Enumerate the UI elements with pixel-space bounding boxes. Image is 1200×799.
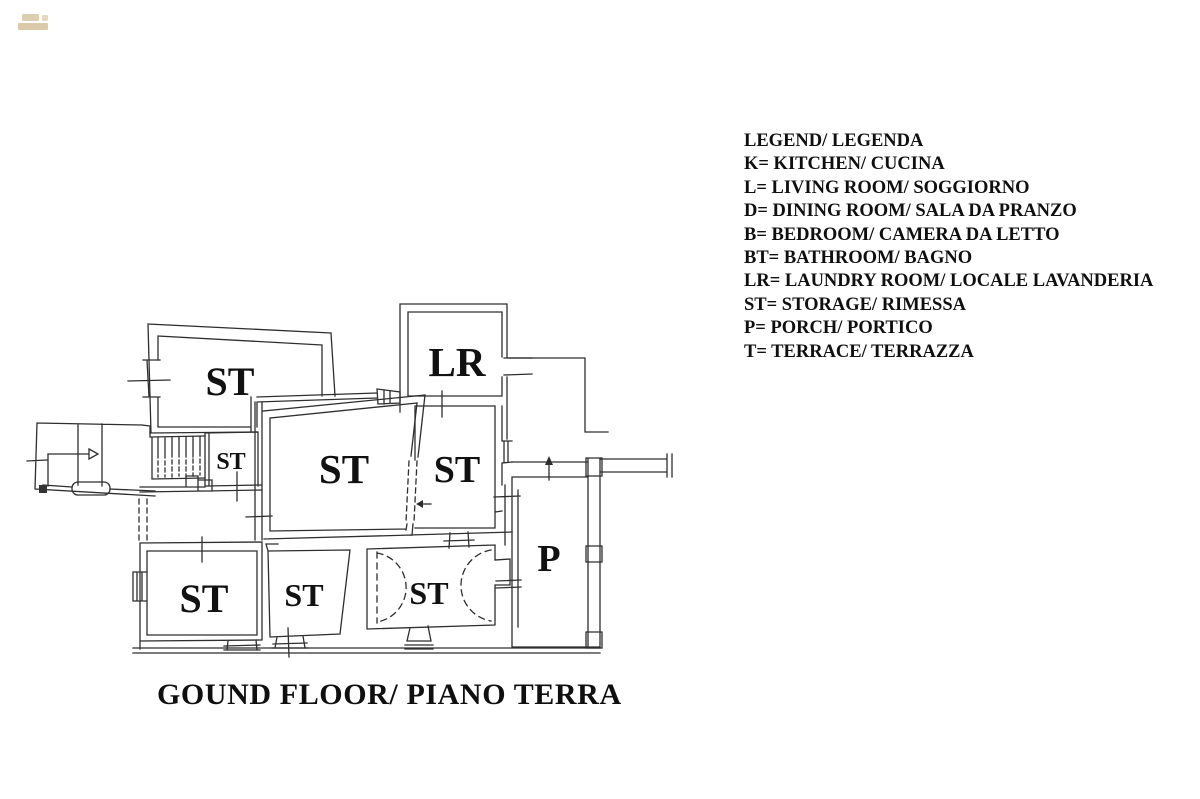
room-label-st-mid-right: ST <box>434 449 480 491</box>
entry-arrow <box>47 453 90 487</box>
boundary-wall-right <box>599 453 673 478</box>
legend-item-terrace: T= TERRACE/ TERRAZZA <box>744 341 974 362</box>
wall-st-lower-right <box>366 544 511 650</box>
stairs-outline <box>150 435 206 480</box>
legend-item-bedroom: B= BEDROOM/ CAMERA DA LETTO <box>744 224 1060 245</box>
porch-arrow-head <box>545 456 553 465</box>
room-labels: ST LR ST ST ST ST ST ST P <box>180 339 561 621</box>
wall-st-stairwell <box>139 431 263 502</box>
legend-item-storage: ST= STORAGE/ RIMESSA <box>744 294 966 315</box>
stairs-treads-dashed <box>157 458 201 478</box>
watermark-fragment <box>42 15 48 21</box>
wall-st-lower-middle <box>265 543 351 658</box>
room-label-st-stairwell: ST <box>216 449 245 475</box>
wall-lr-room <box>399 303 508 440</box>
legend-item-porch: P= PORCH/ PORTICO <box>744 318 933 339</box>
legend: LEGEND/ LEGENDA K= KITCHEN/ CUCINA L= LI… <box>744 130 1153 364</box>
door-swing-arcs <box>376 549 492 624</box>
legend-item-kitchen: K= KITCHEN/ CUCINA <box>744 154 945 175</box>
corner-marker <box>39 485 47 493</box>
wall-st-mid-right <box>409 405 513 536</box>
legend-item-dining: D= DINING ROOM/ SALA DA PRANZO <box>744 201 1077 222</box>
wall-st-center <box>262 394 426 540</box>
window-st-upper-left <box>127 359 171 398</box>
dashed-doorway-center <box>405 460 418 523</box>
watermark-fragment <box>22 14 39 21</box>
terrace-outline <box>507 357 609 433</box>
doorway-arrow-head <box>416 500 423 508</box>
room-label-st-lower-middle: ST <box>284 577 323 613</box>
agency-logo-watermark <box>18 12 52 32</box>
room-label-lr: LR <box>429 339 486 385</box>
window-st-lower-left <box>132 571 148 602</box>
wall-st-lower-left <box>139 536 263 651</box>
stairs-treads <box>157 435 201 459</box>
window-lr-right <box>503 357 533 376</box>
entry-arrow-head <box>88 447 100 461</box>
legend-item-living: L= LIVING ROOM/ SOGGIORNO <box>744 177 1030 198</box>
base-wall <box>132 647 601 654</box>
room-label-st-upper-left: ST <box>206 359 255 404</box>
door-sill-upper <box>376 388 401 405</box>
wall-st-upper-left <box>147 323 378 434</box>
legend-item-laundry: LR= LAUNDRY ROOM/ LOCALE LAVANDERIA <box>744 271 1154 292</box>
legend-title: LEGEND/ LEGENDA <box>744 131 924 151</box>
floor-plan-caption: GOUND FLOOR/ PIANO TERRA <box>157 678 622 711</box>
door-sill-mid-right <box>443 531 475 549</box>
door-leaf-block <box>71 481 111 496</box>
room-label-porch: P <box>537 538 560 580</box>
dashed-left-opening <box>138 498 148 545</box>
room-label-st-center: ST <box>319 446 369 492</box>
room-label-st-lower-right: ST <box>409 575 448 611</box>
room-label-st-lower-left: ST <box>180 576 229 621</box>
plan-walls <box>26 303 673 658</box>
watermark-fragment <box>18 23 48 30</box>
wall-central-spine <box>245 401 273 541</box>
window-ticks-lower-right <box>495 579 522 589</box>
legend-item-bathroom: BT= BATHROOM/ BAGNO <box>744 248 973 269</box>
